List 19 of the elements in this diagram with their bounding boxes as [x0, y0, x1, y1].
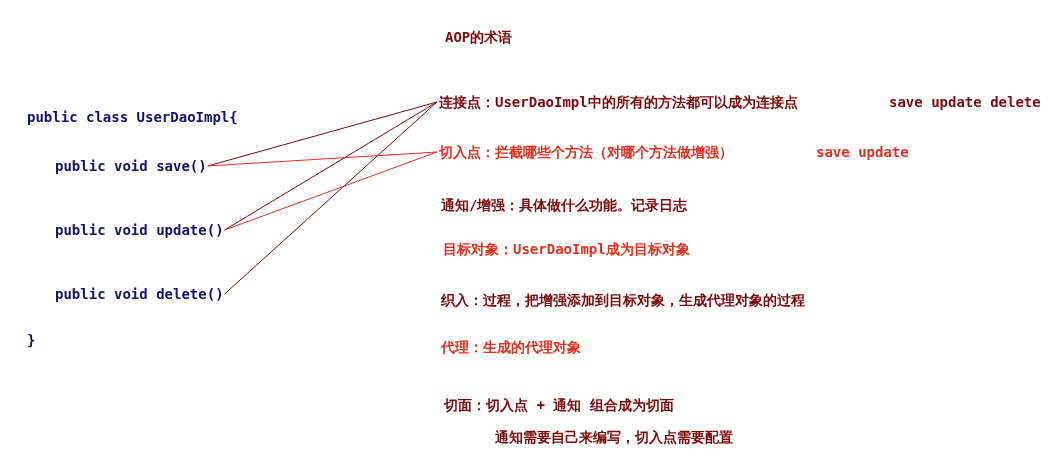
code-line: public void save() — [55, 157, 207, 175]
method-list: save update delete — [889, 93, 1041, 111]
term-text: 切入点：拦截哪些个方法（对哪个方法做增强） — [439, 143, 733, 161]
term-text: 目标对象：UserDaoImpl成为目标对象 — [443, 240, 690, 258]
term-text: 连接点：UserDaoImpl中的所有的方法都可以成为连接点 — [439, 93, 798, 111]
term-text: 通知/增强：具体做什么功能。记录日志 — [441, 196, 688, 214]
note-text: 通知需要自己来编写，切入点需要配置 — [495, 428, 733, 446]
connector-line — [224, 101, 438, 295]
code-line: public class UserDaoImpl{ — [27, 108, 238, 126]
term-text: 织入：过程，把增强添加到目标对象，生成代理对象的过程 — [441, 291, 805, 309]
term-text: 代理：生成的代理对象 — [441, 338, 581, 356]
closing-brace: } — [27, 331, 36, 349]
title: AOP的术语 — [445, 28, 513, 46]
term-text: 切面：切入点 + 通知 组合成为切面 — [444, 396, 674, 414]
connector-line — [207, 151, 438, 167]
code-line: public void update() — [55, 221, 224, 239]
connector-line — [224, 151, 438, 231]
method-list: save update — [816, 143, 909, 161]
code-line: public void delete() — [55, 285, 224, 303]
